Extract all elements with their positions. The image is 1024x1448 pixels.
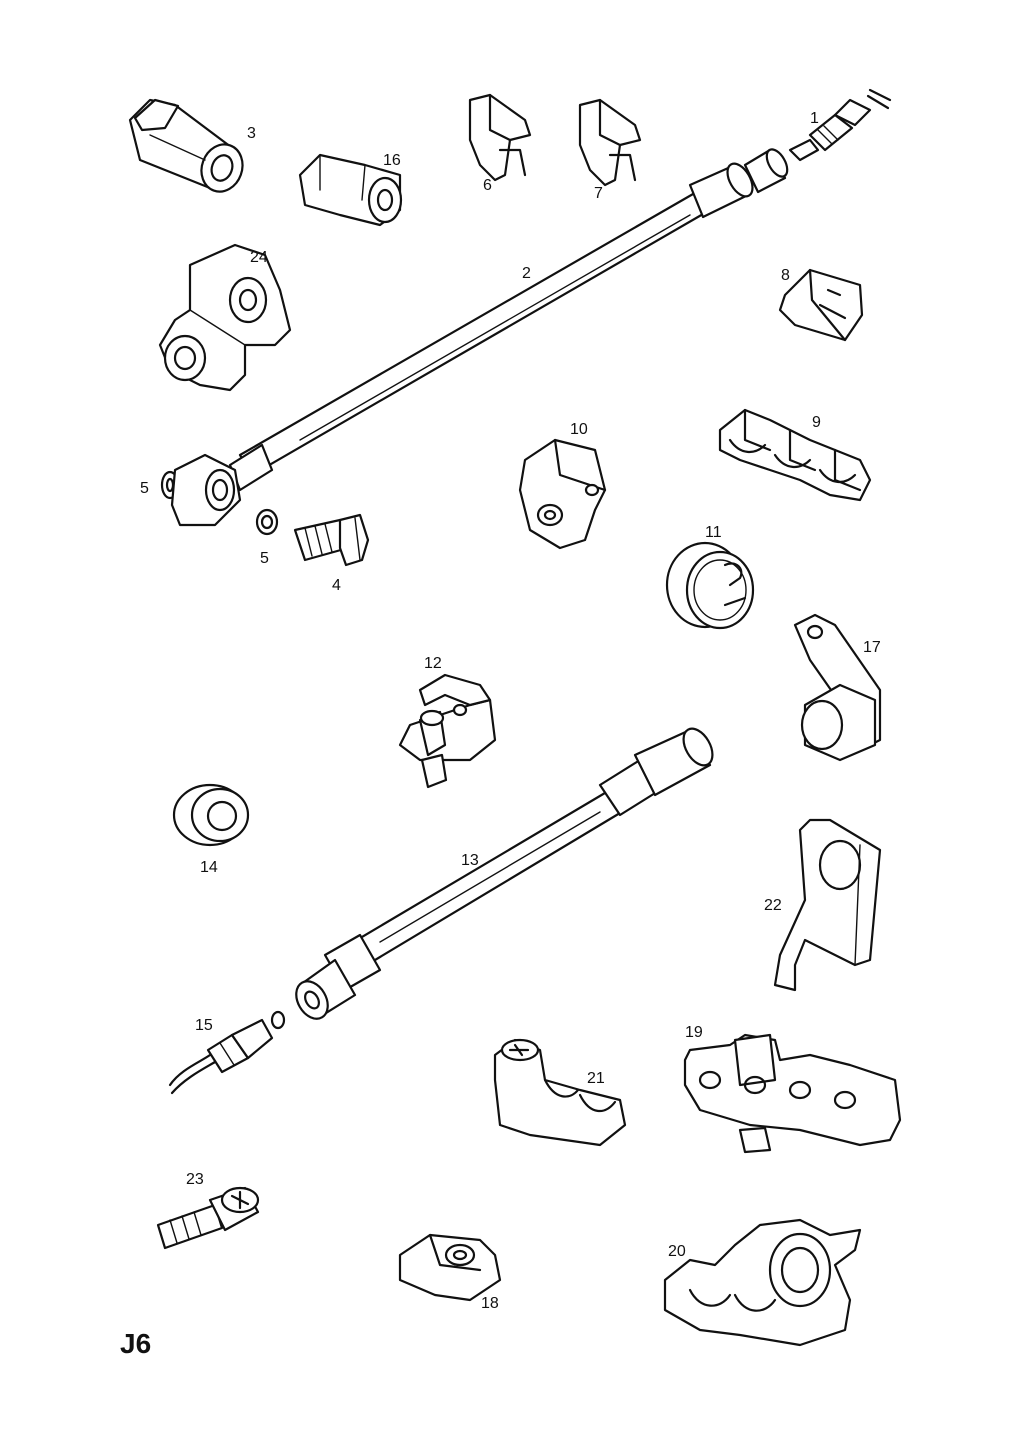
part-2-brake-hose-long <box>228 148 789 492</box>
part-4-banjo-bolt <box>293 513 370 567</box>
callout-20: 20 <box>668 1243 686 1260</box>
part-18-pipe-clip <box>398 1233 502 1302</box>
part-13-brake-hose-short <box>295 727 714 1020</box>
part-24-tee-connector <box>158 243 292 392</box>
part-3-hex-sleeve-nut <box>128 98 244 193</box>
part-10-bracket-clip <box>518 438 607 550</box>
callout-5-lower: 5 <box>260 550 269 567</box>
callout-2: 2 <box>522 265 531 282</box>
part-5-washer-lower <box>255 508 279 536</box>
part-7-spring-clip <box>578 98 642 187</box>
part-21-double-clip <box>493 1038 627 1147</box>
callout-21: 21 <box>587 1070 605 1087</box>
callout-16: 16 <box>383 152 401 169</box>
callout-22: 22 <box>764 897 782 914</box>
part-22-bracket <box>773 818 882 992</box>
callout-5-left: 5 <box>140 480 149 497</box>
callout-15: 15 <box>195 1017 213 1034</box>
callout-23: 23 <box>186 1171 204 1188</box>
callout-14: 14 <box>200 859 218 876</box>
callout-8: 8 <box>781 267 790 284</box>
callout-19: 19 <box>685 1024 703 1041</box>
callout-7: 7 <box>594 185 603 202</box>
part-17-bracket-clip <box>793 613 882 762</box>
callout-13: 13 <box>461 852 479 869</box>
part-23-screw <box>156 1186 260 1250</box>
callout-17: 17 <box>863 639 881 656</box>
callout-10: 10 <box>570 421 588 438</box>
part-11-grommet <box>665 541 755 630</box>
part-2-banjo-fitting <box>170 453 242 527</box>
part-16-hex-coupling <box>298 153 403 227</box>
callout-9: 9 <box>812 414 821 431</box>
part-20-large-pipe-clip <box>663 1218 862 1347</box>
part-9-triple-pipe-clip <box>718 408 872 502</box>
part-8-pipe-clip <box>778 268 864 342</box>
part-14-bush <box>172 783 250 847</box>
part-1-pipe-union <box>788 88 892 162</box>
page-code: J6 <box>120 1328 151 1359</box>
part-15-pipe-union <box>168 1010 286 1095</box>
callout-1: 1 <box>810 110 819 127</box>
callout-18: 18 <box>481 1295 499 1312</box>
callout-24: 24 <box>250 249 268 266</box>
callout-4: 4 <box>332 577 341 594</box>
part-6-spring-clip <box>468 93 532 182</box>
callout-6: 6 <box>483 177 492 194</box>
callout-12: 12 <box>424 655 442 672</box>
callout-3: 3 <box>247 125 256 142</box>
part-12-mounting-bracket <box>398 673 497 789</box>
part-19-multi-pipe-clip <box>683 1033 902 1154</box>
callout-11: 11 <box>705 524 722 541</box>
